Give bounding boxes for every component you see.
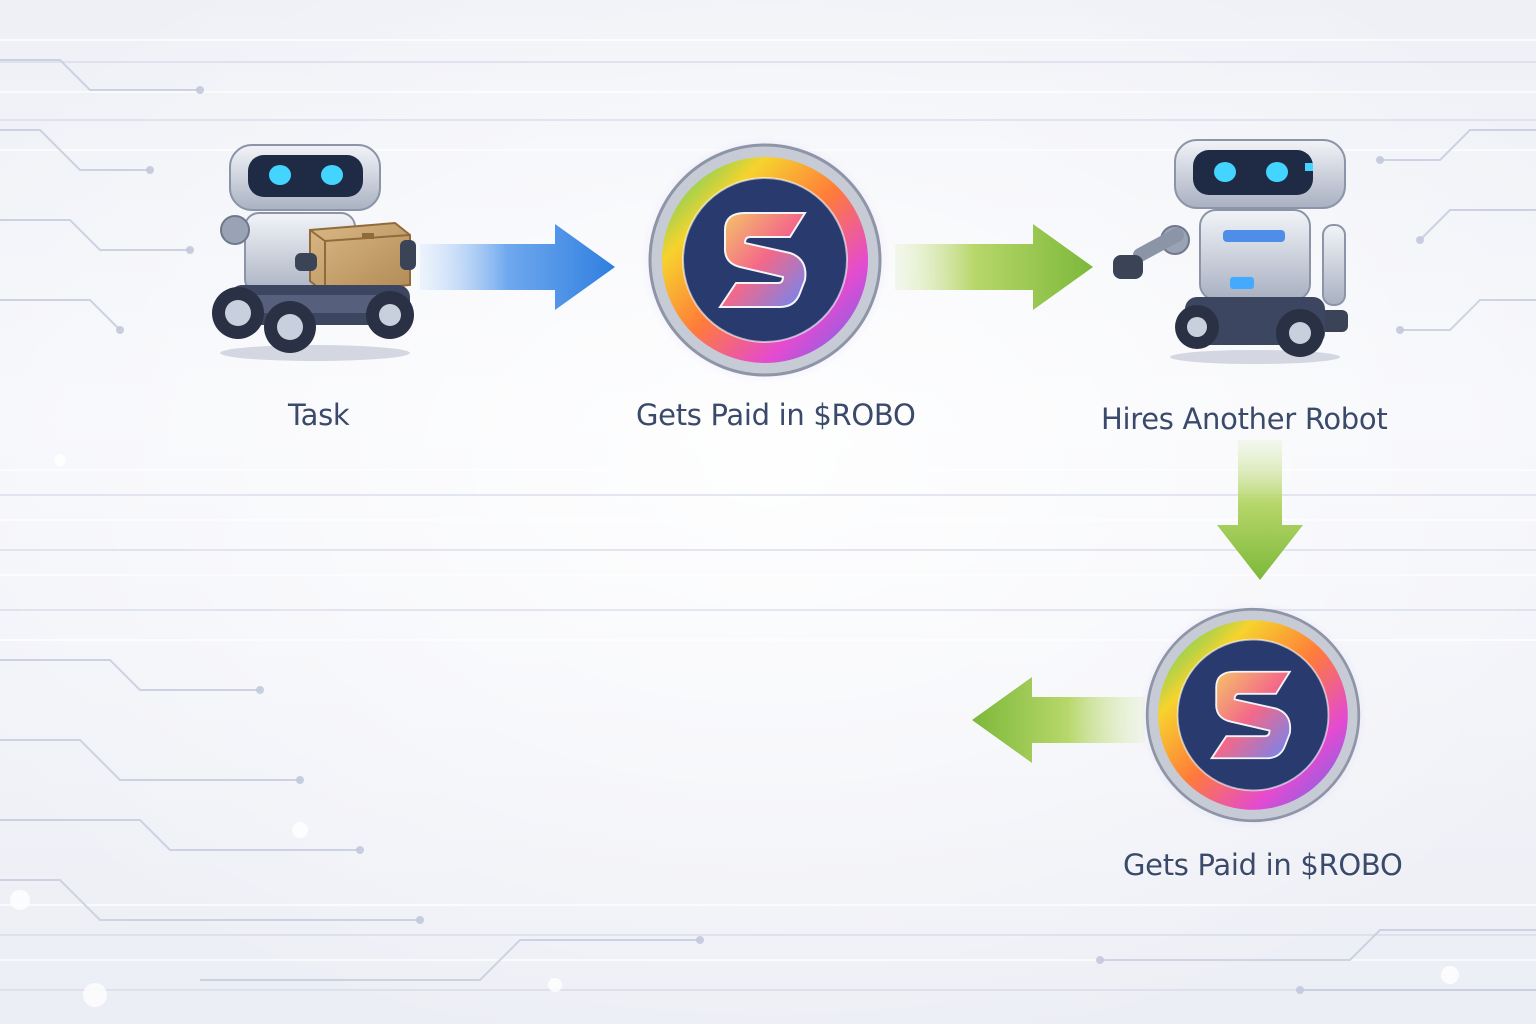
arrow-task-to-paid bbox=[420, 222, 630, 312]
robot-carrying-box-icon bbox=[200, 135, 430, 365]
paid-node-1 bbox=[640, 135, 890, 385]
robo-coin-icon bbox=[1138, 600, 1368, 830]
robot-pointing-icon bbox=[1105, 135, 1365, 370]
task-label: Task bbox=[288, 398, 349, 432]
arrow-paid-left bbox=[970, 675, 1145, 765]
paid-label-2: Gets Paid in $ROBO bbox=[1123, 848, 1403, 882]
arrow-hire-to-paid bbox=[1215, 440, 1305, 585]
robo-coin-icon bbox=[640, 135, 890, 385]
task-node bbox=[200, 135, 430, 365]
arrow-paid-to-hire bbox=[895, 222, 1105, 312]
paid-label-1: Gets Paid in $ROBO bbox=[636, 398, 916, 432]
hire-node bbox=[1105, 135, 1365, 370]
paid-node-2 bbox=[1138, 600, 1368, 830]
hire-label: Hires Another Robot bbox=[1101, 402, 1387, 436]
